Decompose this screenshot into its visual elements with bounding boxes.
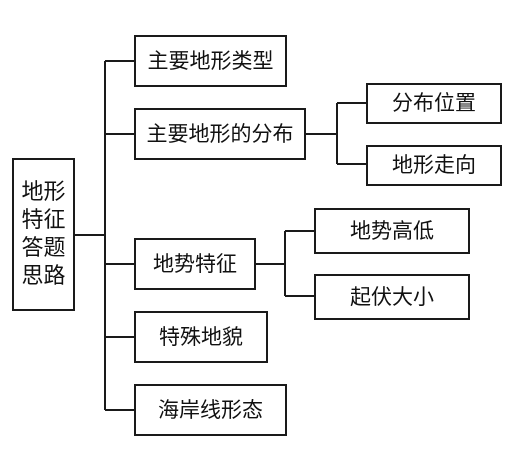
root-line-4: 思路 — [21, 263, 66, 289]
node-main-type: 主要地形类型 — [134, 35, 287, 87]
root-node: 地形 特征 答题 思路 — [12, 158, 75, 311]
node-main-distribution: 主要地形的分布 — [134, 108, 306, 160]
root-line-2: 特征 — [21, 207, 66, 233]
node-coastline-shape: 海岸线形态 — [134, 384, 287, 436]
node-distribution-location: 分布位置 — [366, 83, 502, 124]
node-special-landforms: 特殊地貌 — [134, 311, 268, 363]
node-terrain-height: 地势高低 — [314, 208, 470, 254]
node-terrain-features: 地势特征 — [134, 238, 256, 290]
root-line-3: 答题 — [21, 235, 66, 261]
node-terrain-undulation: 起伏大小 — [314, 274, 470, 320]
root-line-1: 地形 — [21, 179, 66, 205]
node-distribution-direction: 地形走向 — [366, 145, 502, 186]
